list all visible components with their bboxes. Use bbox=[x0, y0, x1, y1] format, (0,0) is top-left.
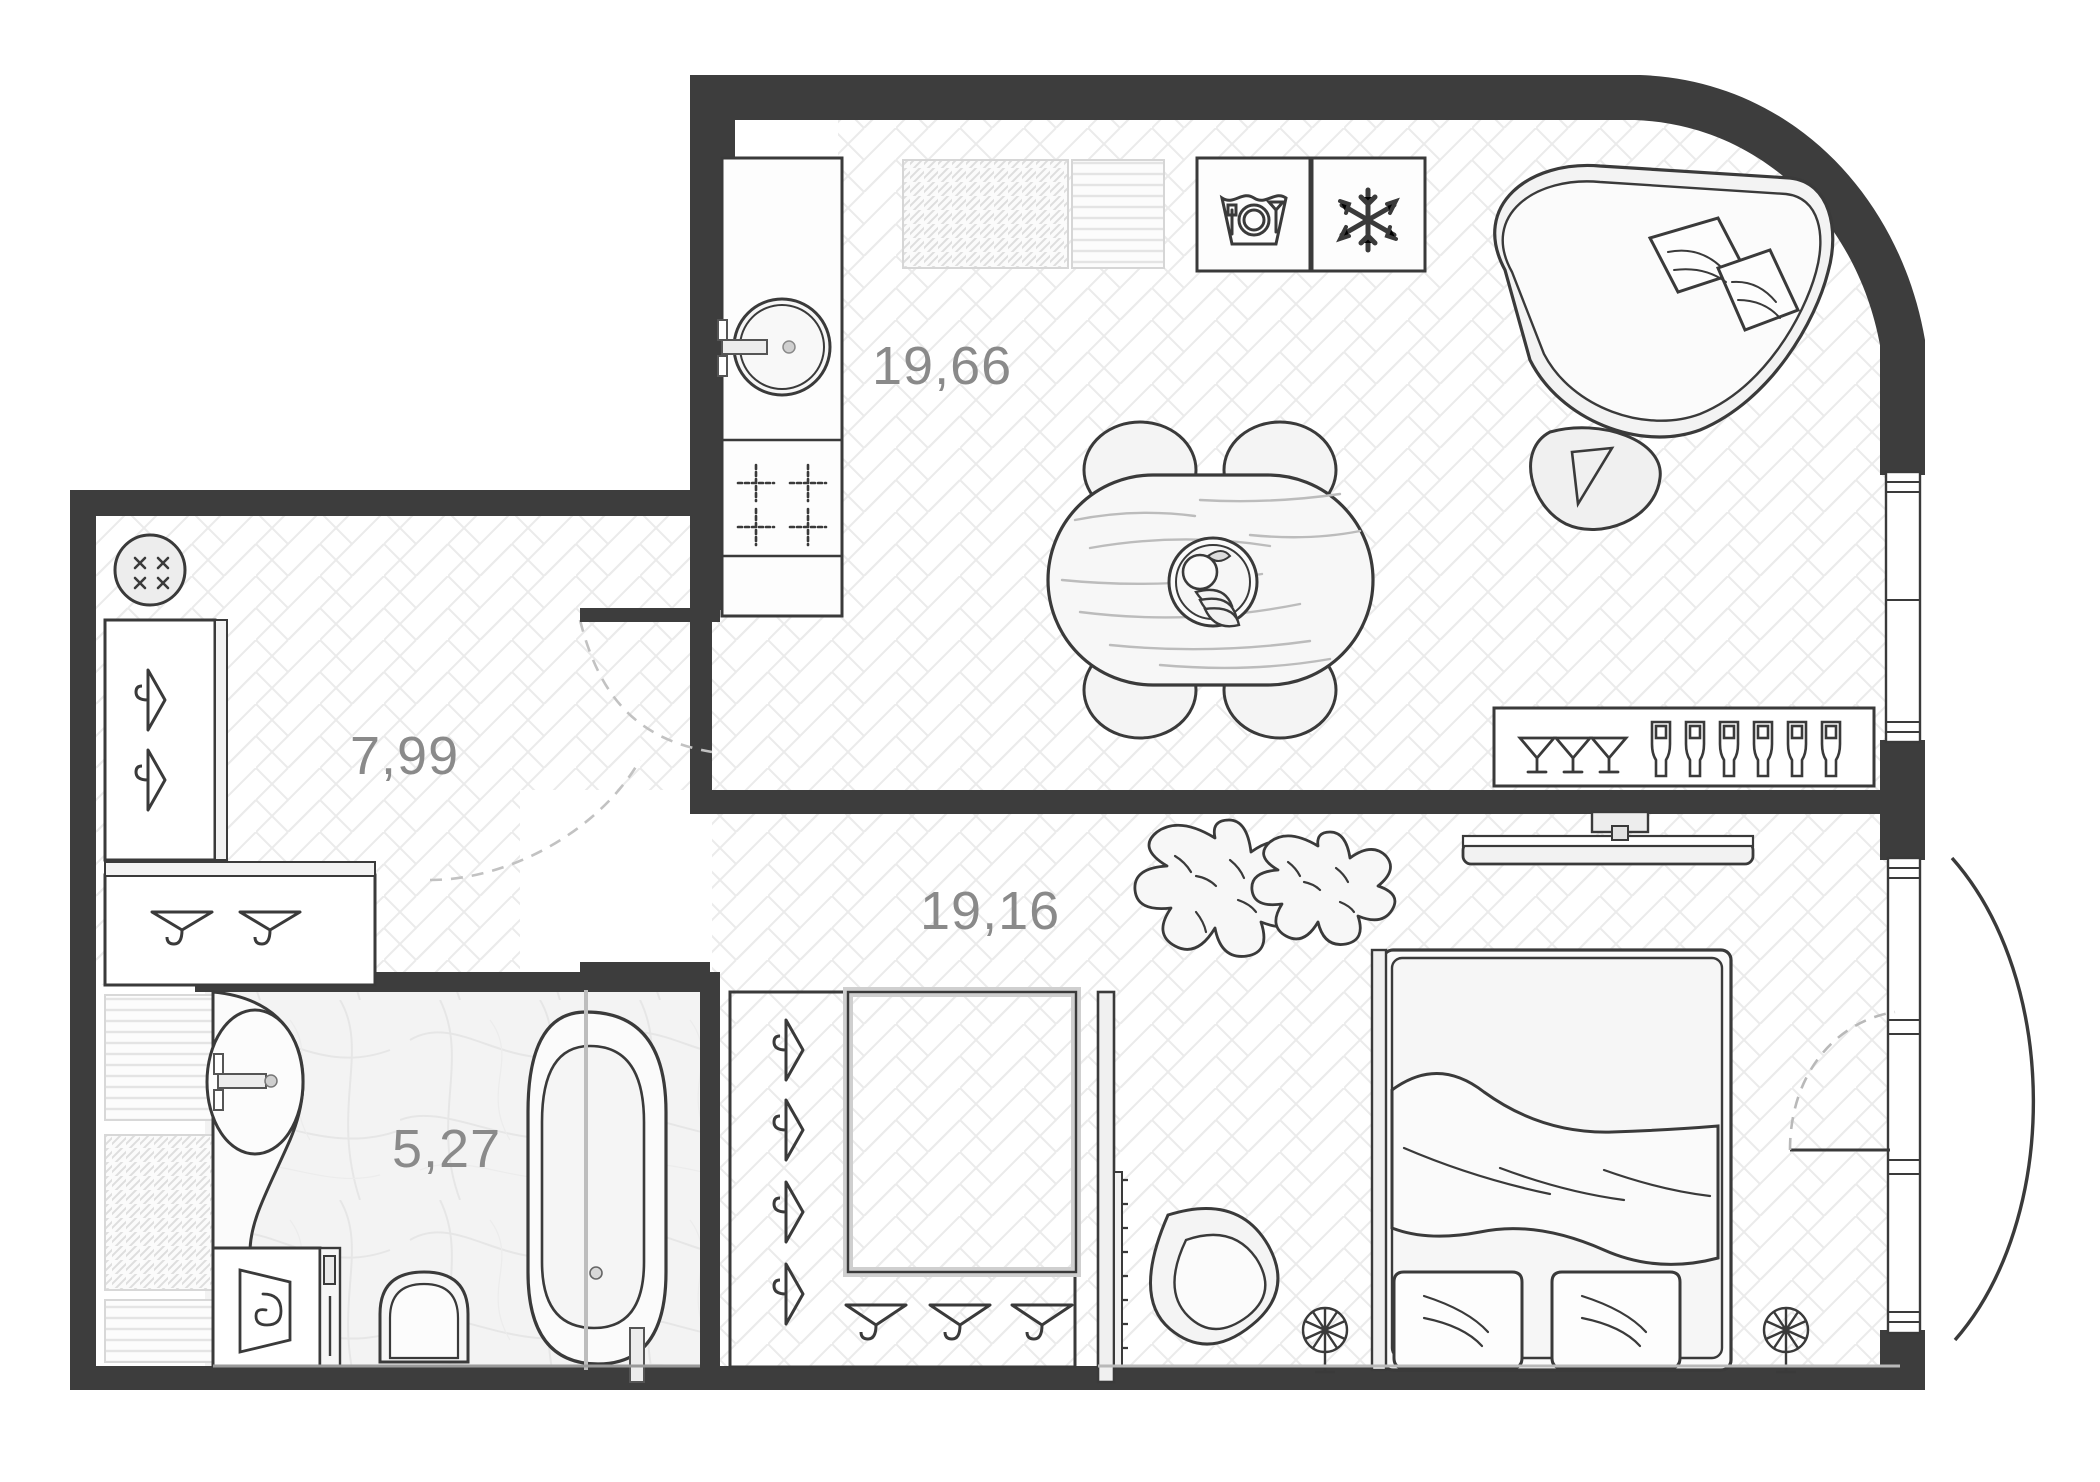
wall-hallway-top2 bbox=[398, 490, 712, 516]
wall-hallway-top bbox=[70, 490, 400, 516]
area-label-bedroom: 19,16 bbox=[920, 881, 1061, 941]
wall-right-upper bbox=[1880, 440, 1925, 475]
bananas bbox=[1194, 588, 1241, 628]
balcony-door[interactable] bbox=[1886, 856, 1922, 1335]
kitchen-counter-unit bbox=[717, 156, 844, 618]
radiator-body bbox=[1113, 1171, 1123, 1367]
bathroom-fixtures bbox=[205, 990, 668, 1383]
dishwasher-unit[interactable] bbox=[1195, 156, 1312, 273]
walk-in-closet bbox=[728, 987, 1081, 1369]
bed-blanket bbox=[1390, 1072, 1720, 1266]
hanger bbox=[928, 1303, 992, 1341]
sofa-pillows bbox=[1647, 216, 1801, 332]
niche-2 bbox=[104, 1134, 214, 1291]
spiral-icon bbox=[254, 1292, 283, 1327]
round-sink bbox=[717, 297, 832, 397]
wardrobe-tall-door bbox=[214, 619, 228, 861]
hanger bbox=[1010, 1303, 1074, 1341]
threshold-kitchen bbox=[580, 608, 720, 622]
area-label-bathroom: 5,27 bbox=[392, 1119, 502, 1179]
monstera-leaf-details-2 bbox=[1286, 860, 1356, 914]
sofa-pillow-2 bbox=[1715, 248, 1801, 332]
bathtub-faucet bbox=[629, 1327, 645, 1383]
hallway-hangers-low bbox=[150, 910, 302, 946]
tv-console bbox=[1461, 834, 1755, 866]
toilet bbox=[378, 1270, 470, 1364]
kitchen-upper-units bbox=[902, 156, 1427, 273]
potted-plant bbox=[1301, 1306, 1810, 1374]
openings bbox=[429, 470, 2036, 1342]
window-right-upper bbox=[1884, 470, 1922, 744]
dishwasher-icon bbox=[1219, 194, 1288, 246]
hanger bbox=[134, 668, 167, 732]
fruit-bowl bbox=[1167, 536, 1259, 628]
wardrobe-low-top bbox=[104, 861, 376, 877]
washing-machine[interactable] bbox=[211, 1246, 322, 1368]
ceiling-light-icon bbox=[113, 533, 187, 607]
wardrobe-tall bbox=[103, 618, 217, 862]
tv-partition bbox=[1096, 990, 1116, 1384]
apple bbox=[1181, 553, 1219, 591]
area-label-kitchen-living: 19,66 bbox=[872, 336, 1013, 396]
wall-kitchen-bedroom bbox=[712, 790, 1910, 814]
bathtub bbox=[526, 1010, 668, 1383]
bed-pillow-2 bbox=[1550, 1270, 1682, 1370]
wall-bathroom-right bbox=[700, 972, 720, 1372]
door-arc-kitchen bbox=[578, 619, 713, 754]
hanger bbox=[772, 1018, 805, 1082]
wall-kitchen-step bbox=[690, 600, 712, 800]
threshold-bathroom bbox=[580, 962, 710, 976]
apple-leaf bbox=[1206, 550, 1232, 562]
bedroom-door-arc bbox=[1788, 1010, 1896, 1151]
closet-hangers-h bbox=[844, 1303, 1074, 1341]
balcony-door-swing-arc bbox=[1950, 856, 2036, 1342]
closet-hangers-v bbox=[772, 1018, 805, 1326]
wall-right-mid bbox=[1880, 740, 1925, 860]
coffee-table bbox=[1529, 426, 1662, 531]
sink-faucet bbox=[721, 339, 768, 355]
laundry-bag-icon bbox=[238, 1268, 292, 1354]
door-arc-bedroom bbox=[429, 759, 642, 882]
wall-tv bbox=[1590, 810, 1650, 841]
bathtub-drain bbox=[589, 1266, 603, 1280]
hanger bbox=[772, 1262, 805, 1326]
hallway-wardrobes bbox=[103, 533, 377, 987]
hanger bbox=[772, 1180, 805, 1244]
cabinet-striped bbox=[1071, 159, 1165, 269]
hanger bbox=[844, 1303, 908, 1341]
niche-1 bbox=[104, 994, 214, 1121]
monstera-plant bbox=[1250, 830, 1397, 946]
dining-set bbox=[1046, 420, 1375, 740]
wardrobe-low bbox=[103, 873, 377, 987]
hanger bbox=[238, 910, 302, 946]
bed-pillow-1 bbox=[1392, 1270, 1524, 1370]
snowflake-icon bbox=[1336, 187, 1400, 253]
area-label-hallway: 7,99 bbox=[350, 726, 460, 786]
wall-bottom-left bbox=[70, 1366, 210, 1390]
niche-3 bbox=[104, 1299, 214, 1363]
bar-console bbox=[1492, 706, 1876, 788]
monstera-leaf-details bbox=[1173, 854, 1258, 934]
curved-sofa bbox=[1493, 163, 1835, 531]
basin-faucet bbox=[217, 1073, 267, 1089]
bathtub-niche-wall bbox=[584, 990, 588, 1370]
closet-inner-line bbox=[846, 990, 1078, 1274]
bar-glasses bbox=[1516, 736, 1630, 774]
hanger bbox=[134, 748, 167, 812]
hanger bbox=[772, 1098, 805, 1162]
double-bed bbox=[1370, 948, 1733, 1372]
wall-left bbox=[70, 490, 96, 1390]
bar-bottles bbox=[1650, 720, 1842, 778]
cooktop-icon bbox=[736, 463, 828, 547]
armchair bbox=[1149, 1207, 1280, 1346]
hallway-hangers bbox=[134, 668, 167, 812]
coffee-table-detail bbox=[1570, 446, 1615, 508]
hanger bbox=[150, 910, 214, 946]
bedroom-furnishings bbox=[1096, 810, 1810, 1384]
left-storage-niches bbox=[104, 994, 214, 1363]
cabinet-hatched bbox=[902, 159, 1069, 269]
